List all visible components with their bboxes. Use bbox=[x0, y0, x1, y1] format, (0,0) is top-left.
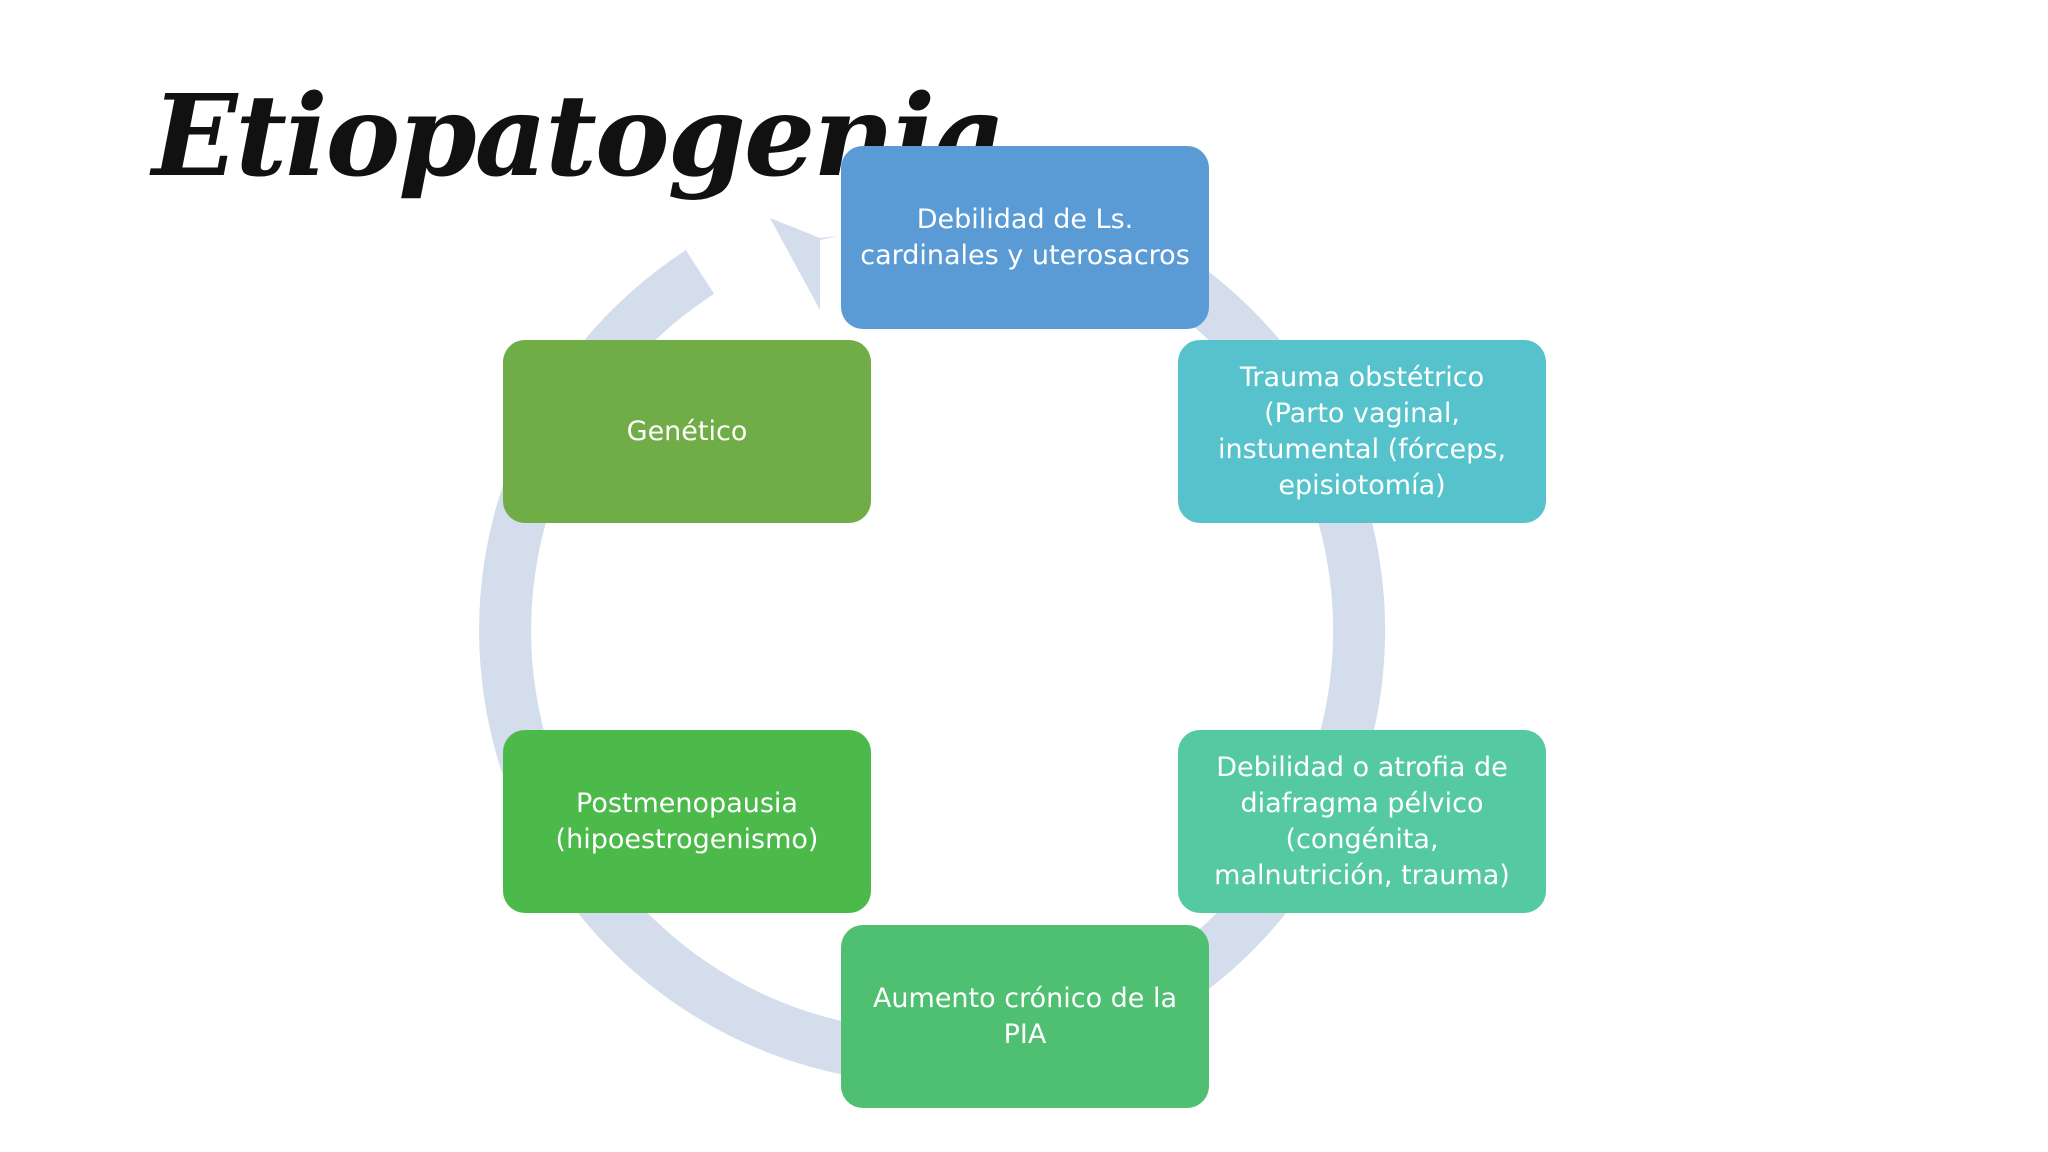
cycle-node-label: Aumento crónico de la PIA bbox=[872, 982, 1178, 1050]
cycle-node-aumento-pia: Aumento crónico de la PIA bbox=[841, 925, 1209, 1108]
cycle-node-label: Debilidad o atrofia de diafragma pélvico… bbox=[1214, 751, 1510, 891]
cycle-node-label: Debilidad de Ls. cardinales y uterosacro… bbox=[860, 203, 1190, 271]
cycle-node-postmenopausia: Postmenopausia (hipoestrogenismo) bbox=[503, 730, 871, 913]
cycle-node-label: Postmenopausia (hipoestrogenismo) bbox=[555, 787, 819, 855]
cycle-node-label: Genético bbox=[626, 415, 748, 447]
cycle-node-debilidad-ligamentos: Debilidad de Ls. cardinales y uterosacro… bbox=[841, 146, 1209, 329]
cycle-arrowhead-icon bbox=[770, 218, 838, 310]
cycle-node-trauma-obstetrico: Trauma obstétrico (Parto vaginal, instum… bbox=[1178, 340, 1546, 523]
cycle-node-label: Trauma obstétrico (Parto vaginal, instum… bbox=[1218, 361, 1506, 501]
cycle-node-genetico: Genético bbox=[503, 340, 871, 523]
cycle-node-debilidad-diafragma: Debilidad o atrofia de diafragma pélvico… bbox=[1178, 730, 1546, 913]
